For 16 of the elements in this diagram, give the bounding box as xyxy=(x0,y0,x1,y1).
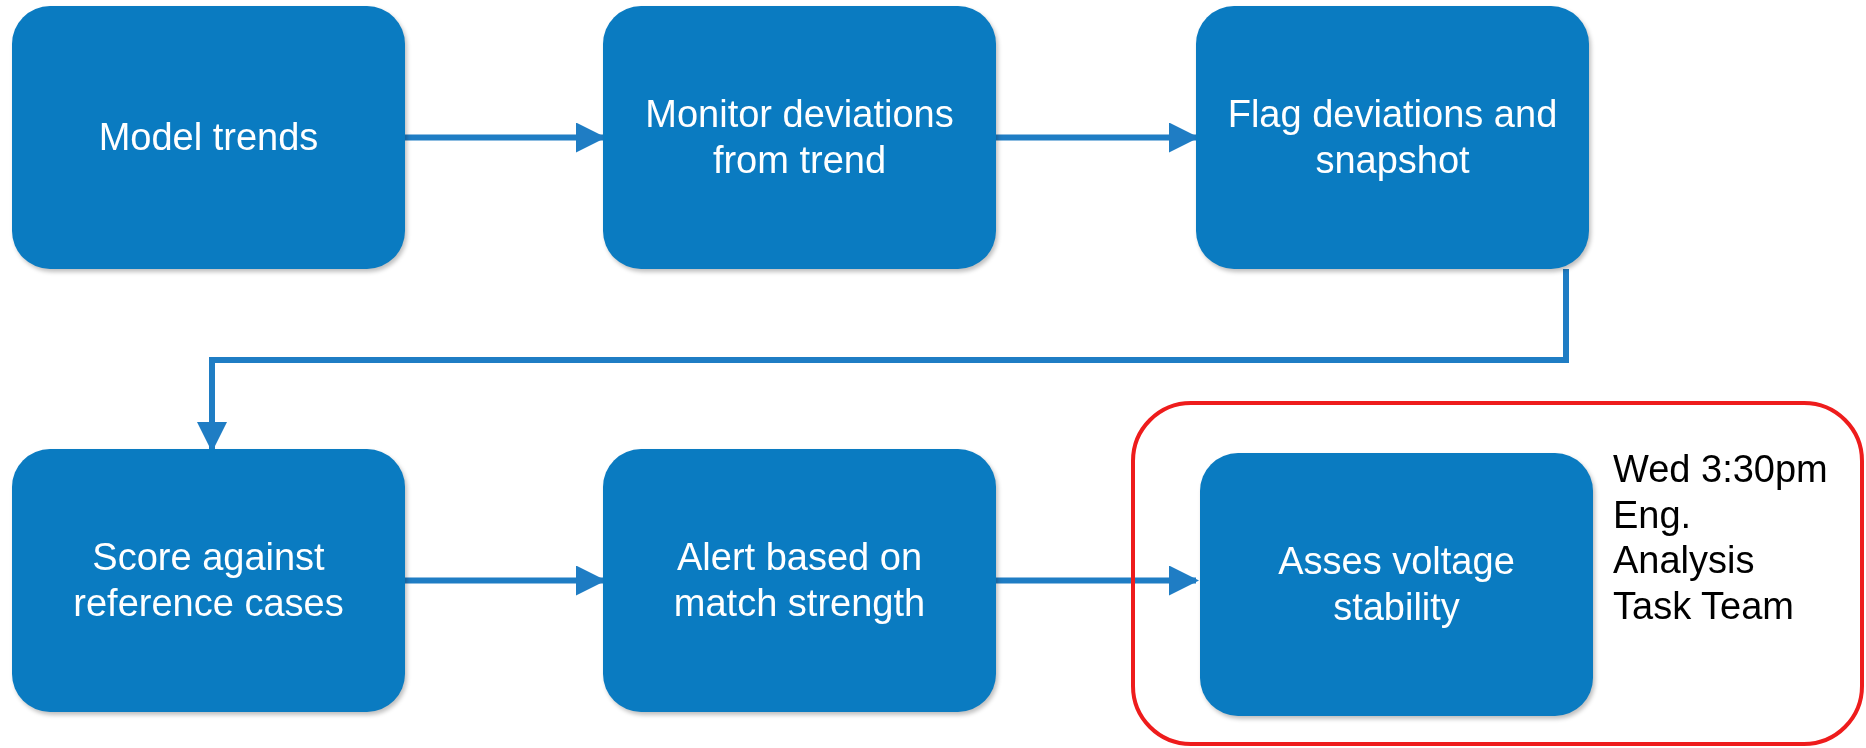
process-box xyxy=(1200,453,1593,716)
arrow xyxy=(197,269,1569,452)
process-box xyxy=(603,6,996,269)
meeting-note: Wed 3:30pm Eng. Analysis Task Team xyxy=(1613,447,1829,629)
process-box xyxy=(1196,6,1589,269)
highlight-frame xyxy=(1131,401,1864,746)
step-label: Model trends xyxy=(98,114,319,160)
step-label: Score against reference cases xyxy=(72,534,345,626)
process-box xyxy=(603,449,996,712)
step-label: Flag deviations and snapshot xyxy=(1226,91,1559,183)
step-label: Monitor deviations from trend xyxy=(644,91,955,183)
process-box xyxy=(12,6,405,269)
process-box xyxy=(12,449,405,712)
arrow xyxy=(996,565,1199,596)
step-label: Alert based on match strength xyxy=(672,534,927,626)
step-label: Asses voltage stability xyxy=(1277,538,1516,630)
